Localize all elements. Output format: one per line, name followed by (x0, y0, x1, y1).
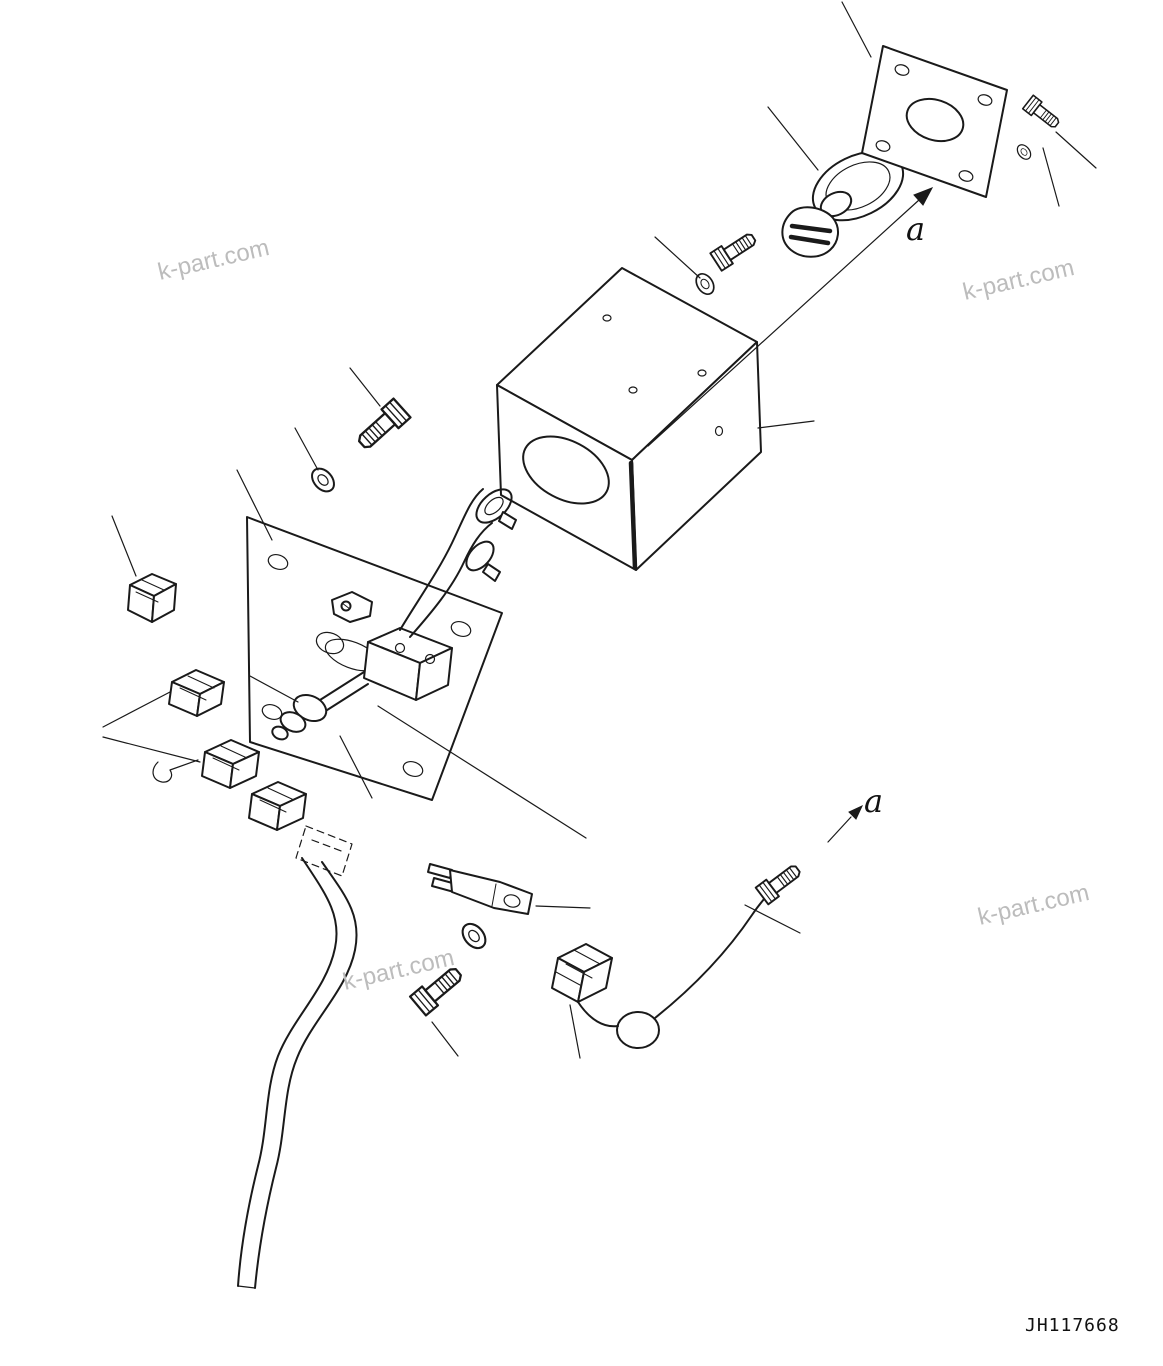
top-plate-hole-2 (977, 94, 993, 106)
sensor-wire-loop (616, 1011, 660, 1049)
bracket-prong-1 (427, 863, 453, 879)
top-plate-center-hole (905, 97, 965, 143)
view-arrow-bottom: a (827, 782, 883, 843)
top-plate-hole-4 (875, 140, 891, 152)
switch-shaft (319, 671, 369, 713)
top-plate-hole-3 (958, 170, 974, 182)
top-plate-outline (861, 45, 1008, 198)
bolt-top-right (1021, 94, 1063, 133)
top-plate-hole-1 (894, 64, 910, 76)
main-plate-hole-3 (402, 760, 424, 778)
terminal-tab-1 (498, 511, 517, 530)
box-screw-hole-4 (714, 425, 724, 437)
cable-connector-hidden (295, 825, 353, 877)
connector-a-detail (179, 675, 215, 701)
bracket-bend-line (491, 883, 497, 907)
connector-left (127, 573, 177, 623)
connector-cluster (152, 669, 307, 831)
knob-grip-lines (788, 223, 833, 246)
cable-line-1 (254, 861, 358, 1289)
view-arrow-top-head (913, 187, 934, 206)
switch-bracket (331, 591, 373, 623)
sensor-wire-out (654, 891, 771, 1019)
box-front-edge-thick (628, 460, 638, 571)
pull-knob-switch (781, 150, 905, 258)
sensor-connector-detail (555, 949, 601, 986)
washer-bottom (456, 918, 492, 954)
box-screw-hole-2 (628, 386, 638, 394)
terminal-tab-2 (482, 563, 501, 582)
switch-body-right (415, 647, 453, 701)
bracket-screw-slot (341, 602, 351, 610)
main-plate-center-hole (315, 631, 345, 655)
bolt-center (709, 227, 761, 272)
top-mounting-plate (861, 45, 1008, 198)
bracket-hole (503, 894, 521, 908)
cable-line-2 (237, 857, 338, 1287)
connector-c-right (276, 793, 307, 831)
bracket-body (449, 869, 533, 915)
switch-stem-end (271, 725, 289, 741)
box-screw-hole-3 (697, 369, 707, 377)
connector-left-right (151, 583, 177, 623)
sensor-connector-right (577, 957, 613, 1003)
cover-box (496, 267, 762, 571)
washer-left (306, 463, 340, 497)
sensor-wire-assembly (551, 859, 805, 1049)
bolt-left (352, 397, 412, 455)
harness-wire-1 (399, 488, 484, 631)
view-arrow-bottom-label: a (864, 782, 883, 820)
view-arrow-top: a (647, 187, 934, 447)
switch-bushing-2 (279, 711, 307, 733)
watermark-top-right: k-part.com (960, 254, 1077, 306)
leader-lines (102, 1, 1097, 1059)
wire-harness (399, 488, 517, 638)
watermark-mid-right: k-part.com (975, 879, 1092, 931)
box-screw-hole-1 (602, 314, 612, 322)
ring-terminal-1-hole (484, 496, 504, 516)
connector-c-detail (259, 787, 295, 813)
view-arrow-bottom-line (827, 816, 852, 843)
main-plate-hole-1 (267, 553, 289, 571)
main-plate-hole-2 (450, 620, 472, 638)
watermark-top-left: k-part.com (155, 234, 272, 286)
ring-terminal-2 (465, 540, 495, 572)
cable-assembly (237, 825, 358, 1289)
connector-a-right (196, 681, 225, 717)
box-front-hole (522, 435, 610, 505)
view-arrow-bottom-head (848, 804, 864, 820)
connector-b-detail (212, 745, 248, 771)
connector-left-detail (135, 579, 165, 603)
harness-wire-2 (409, 522, 493, 638)
view-arrow-top-label: a (906, 210, 925, 248)
view-arrow-top-line (647, 199, 920, 447)
switch-terminal-1 (424, 653, 436, 665)
flat-bracket (427, 863, 533, 915)
toggle-switch-assembly (271, 591, 453, 741)
sensor-wire-in (577, 1001, 619, 1028)
cable-end-cap (237, 1285, 256, 1289)
drawing-number: JH117668 (1025, 1315, 1120, 1336)
switch-terminal-2 (394, 642, 406, 654)
washer-top-right (1014, 141, 1034, 163)
sensor-bolt (754, 859, 805, 906)
wire-clip (152, 759, 199, 783)
connector-b-right (229, 751, 260, 789)
